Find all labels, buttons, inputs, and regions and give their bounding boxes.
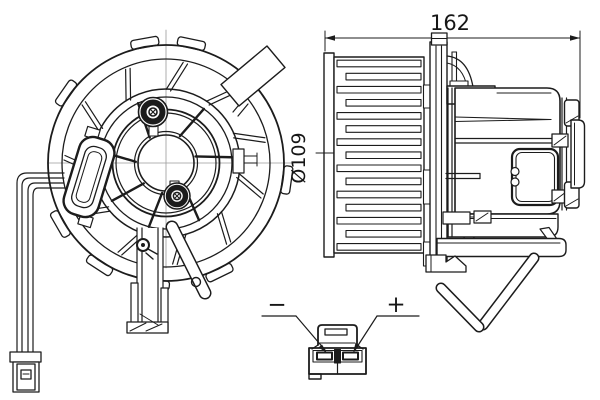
polarity-positive-callout: + <box>353 292 420 353</box>
wire-harness <box>16 172 65 353</box>
mounting-stem <box>126 227 169 334</box>
flag-tab <box>220 45 286 117</box>
arrow-to-positive-pin <box>353 343 360 353</box>
motor-housing <box>442 87 586 244</box>
diameter-109-label: Ø109 <box>288 132 310 183</box>
arrow-to-negative-pin <box>318 344 327 353</box>
dim-arrow-right <box>570 35 580 41</box>
plate-foot <box>425 254 467 273</box>
torx-screw-top <box>137 96 169 128</box>
front-view-drawing <box>9 29 295 393</box>
pin-negative <box>316 351 333 361</box>
connector-pinout-diagram: − + <box>261 292 420 380</box>
fan-cage <box>315 52 425 258</box>
dimension-162-label: 162 <box>430 11 470 35</box>
ring-clip <box>232 148 258 174</box>
polarity-plus-label: + <box>386 292 405 318</box>
dimension-width: 162 <box>324 11 581 119</box>
dim-arrow-left <box>325 35 335 41</box>
torx-screw-bottom <box>163 182 191 210</box>
clip-pin <box>136 238 158 260</box>
pin-divider <box>334 349 341 364</box>
brush-panel <box>510 147 560 207</box>
pin-positive <box>342 351 359 361</box>
v-strut <box>435 252 540 333</box>
hub-screws <box>137 96 191 210</box>
end-cap <box>551 97 586 211</box>
connector-body <box>308 324 367 380</box>
polarity-negative-callout: − <box>261 292 327 353</box>
connector-pocket <box>62 125 116 229</box>
wire-plug <box>9 351 42 393</box>
mounting-plate <box>422 32 448 267</box>
polarity-minus-label: − <box>267 292 286 318</box>
mounting-lug <box>165 220 212 300</box>
lower-clip <box>442 210 492 225</box>
side-view-drawing: 162 Ø109 <box>288 11 586 333</box>
bottom-bracket <box>425 237 567 333</box>
